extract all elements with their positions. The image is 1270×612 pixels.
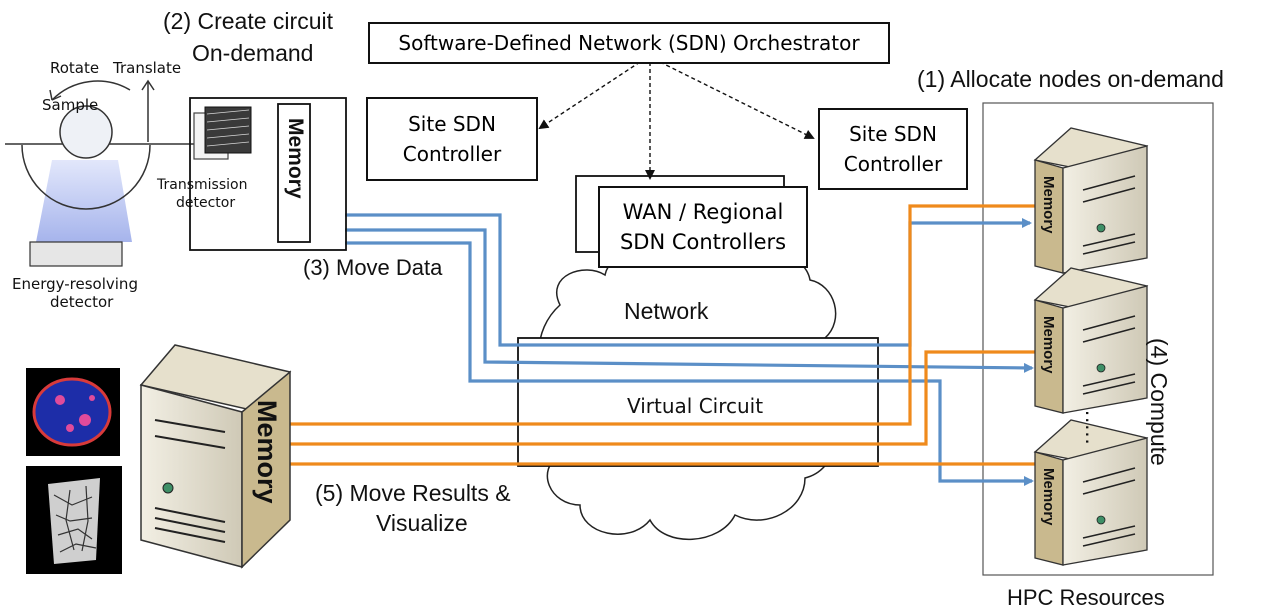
sample-icon [59,105,113,159]
transmission-detector-label-line1: Transmission [157,177,248,193]
hpc-node-1-memory-label: Memory [1040,176,1057,234]
wan-line1: WAN / Regional [622,200,784,224]
hpc-node-2-icon [1033,267,1149,414]
network-label: Network [624,298,709,324]
local-server-memory-label: Memory [252,400,282,504]
wan-regional-sdn-controllers-box: WAN / Regional SDN Controllers [598,186,808,268]
dashed-arrow-left [538,61,641,130]
hpc-ellipsis: ..... [1081,410,1106,446]
step-1-label: (1) Allocate nodes on-demand [917,66,1224,92]
site-sdn-controller-right: Site SDN Controller [818,108,968,190]
site-sdn-controller-left: Site SDN Controller [366,97,538,181]
data-flow-lines [345,213,1034,486]
step-5-label-line1: (5) Move Results & [315,480,511,506]
local-server-icon [139,344,292,569]
rotate-arrow-icon [51,80,131,101]
step-2-label-line1: (2) Create circuit [163,8,333,34]
translate-label: Translate [113,59,182,77]
hpc-node-3-memory-label: Memory [1040,468,1057,526]
data-flow-line-2 [345,228,1034,373]
data-flow-line-1 [345,213,1032,347]
instrument-memory-label: Memory [284,118,307,199]
energy-resolving-detector-icon [29,241,123,267]
site-sdn-controller-left-line1: Site SDN [408,112,496,136]
step-4-label: (4) Compute [1146,338,1172,466]
hpc-node-2-memory-label: Memory [1040,316,1057,374]
site-sdn-controller-left-line2: Controller [402,142,502,166]
virtual-circuit-label: Virtual Circuit [627,394,764,418]
energy-resolving-detector-label-line2: detector [50,293,114,311]
results-flow-lines [290,204,1040,466]
visualization-images [26,368,122,574]
results-flow-line-2 [290,350,1040,446]
sdn-orchestrator-box: Software-Defined Network (SDN) Orchestra… [368,22,890,64]
results-flow-line-1 [290,204,1040,426]
site-sdn-controller-right-line1: Site SDN [849,122,937,146]
dashed-arrow-right [659,61,815,139]
energy-resolving-detector-label-line1: Energy-resolving [12,275,138,293]
sdn-orchestrator-label: Software-Defined Network (SDN) Orchestra… [398,31,860,55]
xray-beam [36,160,132,242]
step-5-label-line2: Visualize [376,510,468,536]
step-2-label-line2: On-demand [192,40,314,66]
hpc-node-1-icon [1033,127,1149,274]
wan-line2: SDN Controllers [619,230,787,254]
transmission-detector-label-line2: detector [176,195,236,211]
sample-label: Sample [42,96,99,114]
rotation-stage [21,144,151,210]
hpc-node-3-icon [1033,419,1149,566]
site-sdn-controller-right-line2: Controller [843,152,943,176]
step-3-label: (3) Move Data [303,255,443,280]
instrument-drawing [5,42,267,310]
instrument-memory-enclosure [189,97,347,251]
rotate-label: Rotate [50,59,100,77]
instrument-memory-module [277,103,311,243]
hpc-resources-caption: HPC Resources [1007,585,1165,610]
data-flow-line-3 [345,241,1034,486]
